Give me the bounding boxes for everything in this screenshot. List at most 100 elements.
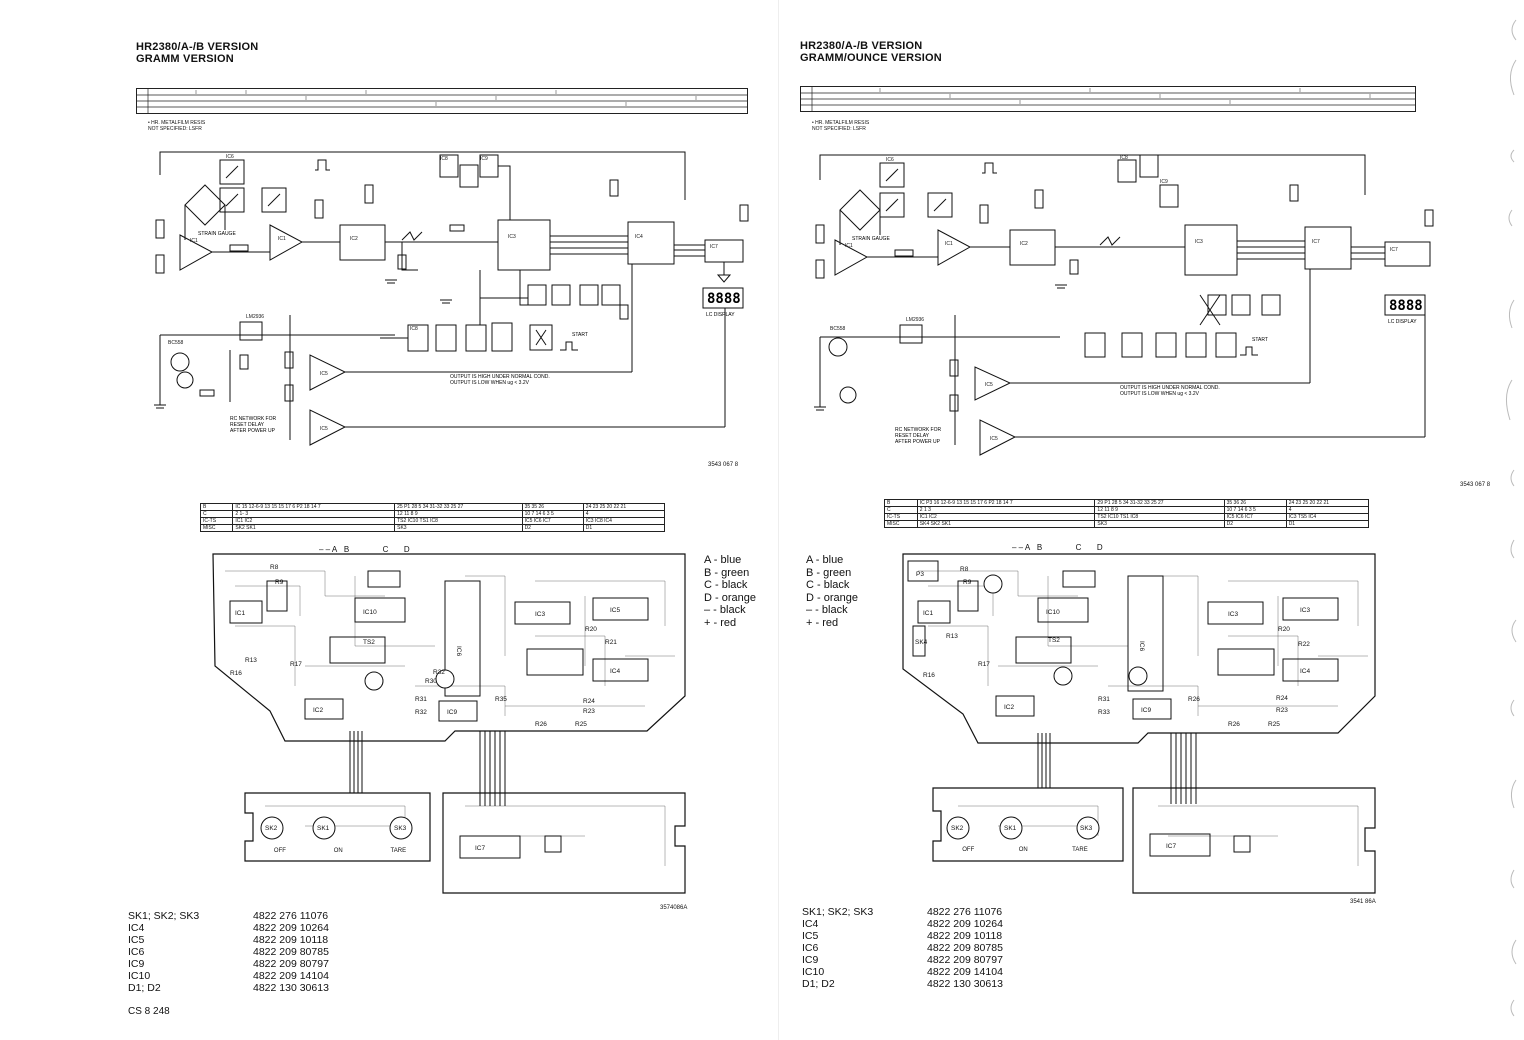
note-line-1: • HR. METALFILM RESIS xyxy=(148,120,206,126)
lcd-digits: 8888 xyxy=(1389,298,1423,314)
position-table-cell: D1 xyxy=(582,524,666,532)
svg-text:SK3: SK3 xyxy=(1080,825,1093,832)
svg-text:IC3: IC3 xyxy=(1228,611,1239,618)
switch-labels: OFF ON TARE xyxy=(940,847,1110,853)
switch-label-tare: TARE xyxy=(390,848,407,854)
start-label: START xyxy=(572,332,588,338)
part-reference: SK1; SK2; SK3 xyxy=(128,910,200,922)
svg-text:R26: R26 xyxy=(1228,721,1240,728)
svg-text:SK2: SK2 xyxy=(951,825,964,832)
svg-text:R23: R23 xyxy=(583,708,595,715)
svg-text:R25: R25 xyxy=(575,721,587,728)
svg-text:IC7: IC7 xyxy=(1390,247,1398,253)
legend-item: A - blue xyxy=(704,554,742,566)
svg-text:IC5: IC5 xyxy=(610,607,621,614)
svg-text:IC2: IC2 xyxy=(1004,704,1015,711)
svg-text:IC1: IC1 xyxy=(278,236,286,242)
binder-edge xyxy=(1506,19,1517,1017)
svg-text:IC2: IC2 xyxy=(1020,241,1028,247)
svg-text:IC1: IC1 xyxy=(923,610,934,617)
legend-item: C - black xyxy=(806,579,850,591)
position-table-cell: IC5 IC6 IC7 xyxy=(521,517,584,525)
position-table-cell: 4 xyxy=(582,510,666,518)
part-reference: IC4 xyxy=(802,918,819,930)
svg-text:IC1: IC1 xyxy=(235,610,246,617)
svg-text:R16: R16 xyxy=(923,672,935,679)
svg-text:IC6: IC6 xyxy=(226,154,234,160)
position-table-cell: D2 xyxy=(1223,520,1287,528)
svg-text:SK2: SK2 xyxy=(265,825,278,832)
legend-item: A - blue xyxy=(806,554,844,566)
svg-text:R32: R32 xyxy=(433,669,445,676)
svg-text:IC10: IC10 xyxy=(363,609,377,616)
svg-text:IC4: IC4 xyxy=(610,668,621,675)
legend-item: B - green xyxy=(704,566,750,579)
svg-text:R33: R33 xyxy=(1098,709,1110,716)
switch-label-on: ON xyxy=(1018,847,1028,853)
position-table-cell: D1 xyxy=(1285,520,1370,528)
strain-gauge-label: STRAIN GAUGE xyxy=(852,236,890,242)
svg-text:IC3: IC3 xyxy=(1300,607,1311,614)
svg-text:R35: R35 xyxy=(495,696,507,703)
svg-text:R17: R17 xyxy=(978,661,990,668)
svg-text:R8: R8 xyxy=(270,564,279,571)
svg-text:IC7: IC7 xyxy=(1312,239,1320,245)
position-table-row-header: IC-TS xyxy=(199,517,234,525)
position-table-cell: 29 P1 28 5 34 31-32 33 25 27 xyxy=(1094,499,1225,507)
svg-text:R26: R26 xyxy=(1188,696,1200,703)
svg-text:P3: P3 xyxy=(916,571,924,578)
legend-item: B - green xyxy=(806,566,852,579)
svg-text:BC558: BC558 xyxy=(830,326,846,332)
svg-text:LM2936: LM2936 xyxy=(246,314,264,320)
position-table-cell: 2 1- 3 xyxy=(232,510,396,518)
part-reference: D1; D2 xyxy=(802,978,835,990)
part-code: 4822 209 80785 xyxy=(253,946,329,958)
position-table-cell: SK4 SK2 SK1 xyxy=(916,520,1096,528)
svg-text:R32: R32 xyxy=(415,709,427,716)
part-reference: IC10 xyxy=(802,966,825,978)
output-note-2: OUTPUT IS LOW WHEN ug < 3.2V xyxy=(1120,391,1200,397)
part-reference: IC9 xyxy=(128,958,145,970)
svg-text:R24: R24 xyxy=(583,698,595,705)
part-reference: IC5 xyxy=(128,934,145,946)
position-table-cell: IC1 IC2 xyxy=(916,513,1096,521)
svg-text:R25: R25 xyxy=(1268,721,1280,728)
svg-text:IC4: IC4 xyxy=(635,234,643,240)
position-table-cell: 12 11 8 9 xyxy=(394,510,523,518)
svg-text:LM2936: LM2936 xyxy=(906,317,924,323)
reset-note-2: RESET DELAY xyxy=(895,433,930,439)
title-line-1: HR2380/A-/B VERSION xyxy=(136,41,259,53)
position-table-cell: IC P3 16 12-6-9 13 15 15 17 6 P2 18 14 7 xyxy=(916,499,1096,507)
svg-text:TS2: TS2 xyxy=(1048,637,1060,644)
svg-text:R8: R8 xyxy=(960,566,969,573)
svg-text:R13: R13 xyxy=(946,633,958,640)
position-table-cell: 24 23 25 20 22 21 xyxy=(582,503,666,511)
note-line-2: NOT SPECIFIED: LSFR xyxy=(148,126,202,132)
svg-text:IC9: IC9 xyxy=(447,709,458,716)
part-reference: IC5 xyxy=(802,930,819,942)
svg-text:R24: R24 xyxy=(1276,695,1288,702)
svg-text:R20: R20 xyxy=(1278,626,1290,633)
position-table-cell: 10 7 14 6 3 5 xyxy=(1223,506,1287,514)
position-table-cell: IC 15 12-6-9 13 15 15 17 6 P2 18 14 7 xyxy=(232,503,396,511)
schematic-code: 3543 067 8 xyxy=(1460,482,1491,488)
svg-text:R26: R26 xyxy=(535,721,547,728)
output-note-1: OUTPUT IS HIGH UNDER NORMAL COND. xyxy=(450,374,550,380)
position-table-row-header: MISC xyxy=(199,524,234,532)
reset-note-1: RC NETWORK FOR xyxy=(895,427,941,433)
legend-item: C - black xyxy=(704,579,748,591)
svg-text:IC8: IC8 xyxy=(410,326,418,332)
position-table-row-header: B xyxy=(884,499,918,507)
output-note-1: OUTPUT IS HIGH UNDER NORMAL COND. xyxy=(1120,385,1220,391)
svg-text:IC6: IC6 xyxy=(1138,641,1145,652)
svg-text:IC5: IC5 xyxy=(320,426,328,432)
